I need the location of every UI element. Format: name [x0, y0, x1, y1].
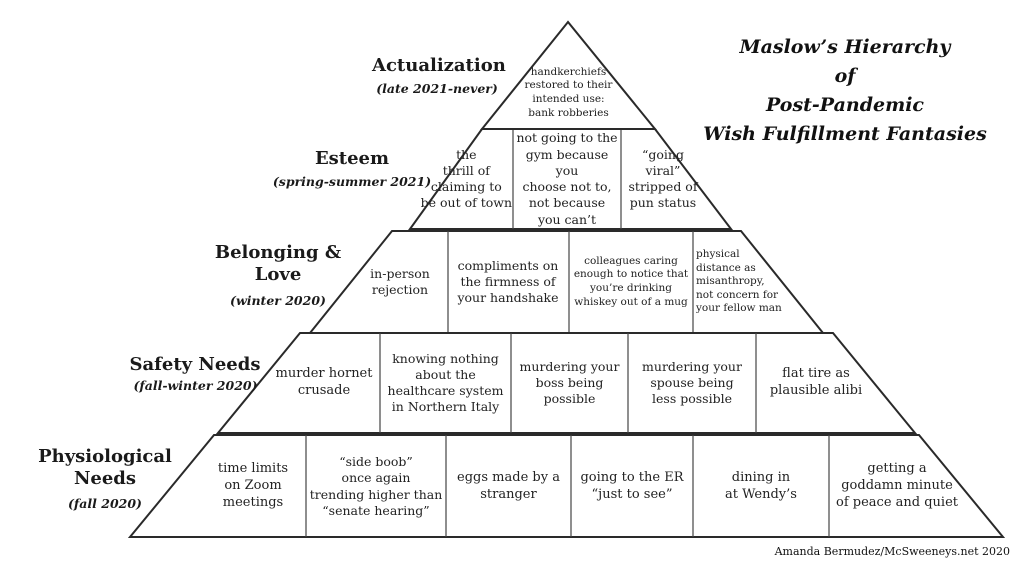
pyramid-cell: “side boob” once again trending higher t… — [309, 454, 443, 518]
level-period: (spring-summer 2021) — [272, 174, 432, 189]
pyramid-cell: eggs made by a stranger — [457, 469, 560, 502]
pyramid-cell: compliments on the firmness of your hand… — [457, 257, 559, 306]
pyramid-cell: getting a goddamn minute of peace and qu… — [836, 461, 958, 510]
level-name: Belonging & Love — [214, 242, 342, 285]
pyramid-cell: in-person rejection — [370, 265, 430, 297]
pyramid-cell: colleagues caring enough to notice that … — [573, 254, 689, 308]
credit-line: Amanda Bermudez/McSweeneys.net 2020 — [774, 545, 1010, 558]
pyramid-cell: going to the ER “just to see” — [580, 469, 684, 502]
pyramid-cell: “going viral” stripped of pun status — [628, 146, 698, 211]
level-name: Safety Needs — [129, 354, 261, 375]
pyramid-cell: the thrill of claiming to be out of town — [420, 146, 512, 211]
level-name: Esteem — [314, 148, 390, 169]
pyramid-band-safety-needs — [215, 332, 918, 434]
pyramid-cell: flat tire as plausible alibi — [769, 366, 863, 398]
pyramid-cell: physical distance as misanthropy, not co… — [696, 247, 782, 315]
pyramid-cell: murdering your boss being possible — [519, 358, 620, 407]
pyramid-cell: handkerchiefs restored to their intended… — [524, 65, 613, 119]
level-period: (fall-winter 2020) — [133, 378, 258, 393]
pyramid-cell: not going to the gym because you choose … — [516, 130, 618, 227]
level-name: Actualization — [372, 55, 506, 76]
level-period: (winter 2020) — [230, 293, 326, 308]
pyramid-cell: time limits on Zoom meetings — [217, 461, 289, 510]
pyramid-apex-triangle — [479, 20, 658, 130]
level-name: Physiological Needs — [38, 446, 172, 489]
diagram-title: Maslow’s Hierarchy of Post-Pandemic Wish… — [703, 36, 987, 145]
pyramid-band-physiological-needs — [127, 434, 1006, 538]
level-period: (late 2021-never) — [376, 81, 498, 96]
level-period: (fall 2020) — [68, 496, 142, 511]
pyramid-cell: murder hornet crusade — [275, 366, 373, 398]
pyramid-cell: murdering your spouse being less possibl… — [642, 358, 742, 407]
pyramid-cell: knowing nothing about the healthcare sys… — [387, 350, 504, 415]
pyramid-cell: dining in at Wendy’s — [725, 469, 797, 502]
